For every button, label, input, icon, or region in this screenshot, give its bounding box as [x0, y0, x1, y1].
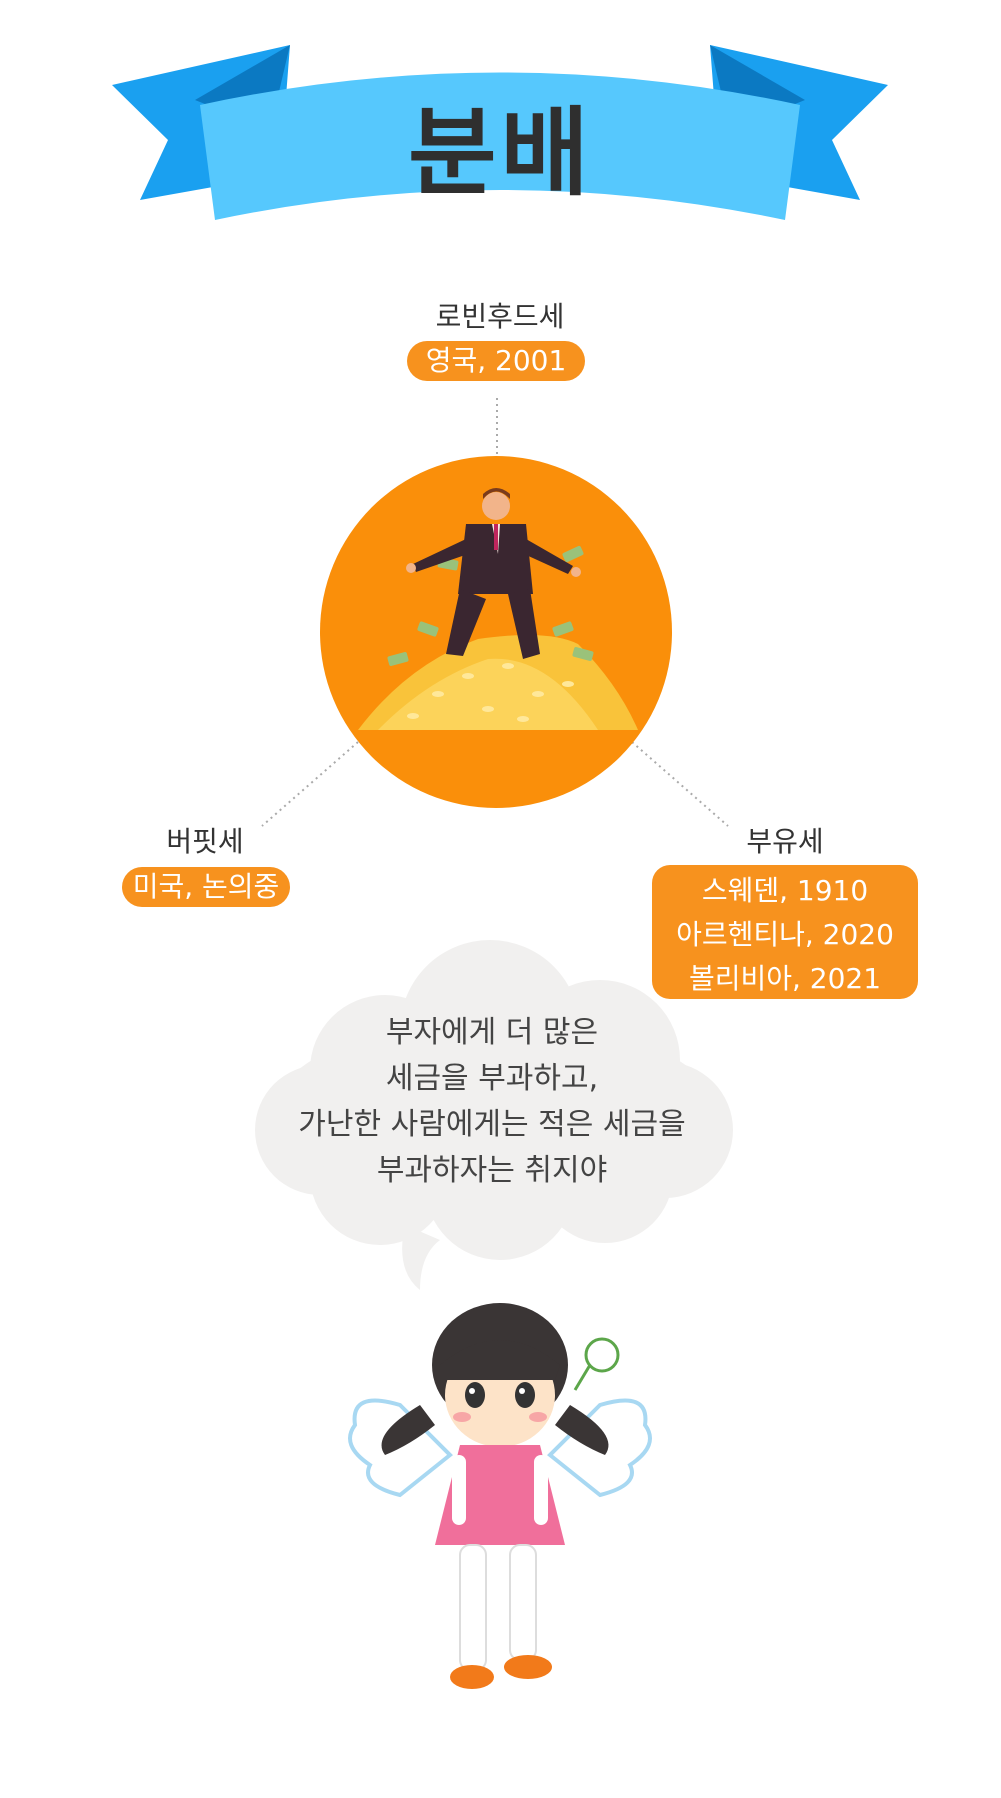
- buffett-tax-title: 버핏세: [166, 825, 244, 858]
- robinhood-tax-title: 로빈후드세: [435, 300, 565, 333]
- title-ribbon: [112, 45, 888, 220]
- buffett-tax-badge: 미국, 논의중: [122, 867, 290, 907]
- robinhood-tax-badge: 영국, 2001: [407, 341, 585, 381]
- wealth-tax-detail-3: 볼리비아, 2021: [688, 962, 882, 995]
- man-on-gold-pile-illustration: [320, 456, 672, 808]
- thought-cloud: [255, 940, 733, 1290]
- speech-line-2: 세금을 부과하고,: [385, 1061, 599, 1096]
- speech-line-4: 부과하자는 취지야: [376, 1153, 608, 1188]
- speech-text: 부자에게 더 많은 세금을 부과하고, 가난한 사람에게는 적은 세금을 부과하…: [252, 1010, 732, 1194]
- speech-line-3: 가난한 사람에게는 적은 세금을: [298, 1107, 686, 1142]
- wealth-tax-detail-1: 스웨덴, 1910: [701, 874, 869, 907]
- wealth-tax-badge: 스웨덴, 1910 아르헨티나, 2020 볼리비아, 2021: [652, 865, 918, 999]
- speech-line-1: 부자에게 더 많은: [385, 1015, 599, 1050]
- angel-girl-illustration: [348, 1303, 652, 1689]
- page-title: 분배: [408, 97, 593, 209]
- wealth-tax-detail-2: 아르헨티나, 2020: [676, 918, 894, 951]
- wealth-tax-title: 부유세: [746, 825, 824, 858]
